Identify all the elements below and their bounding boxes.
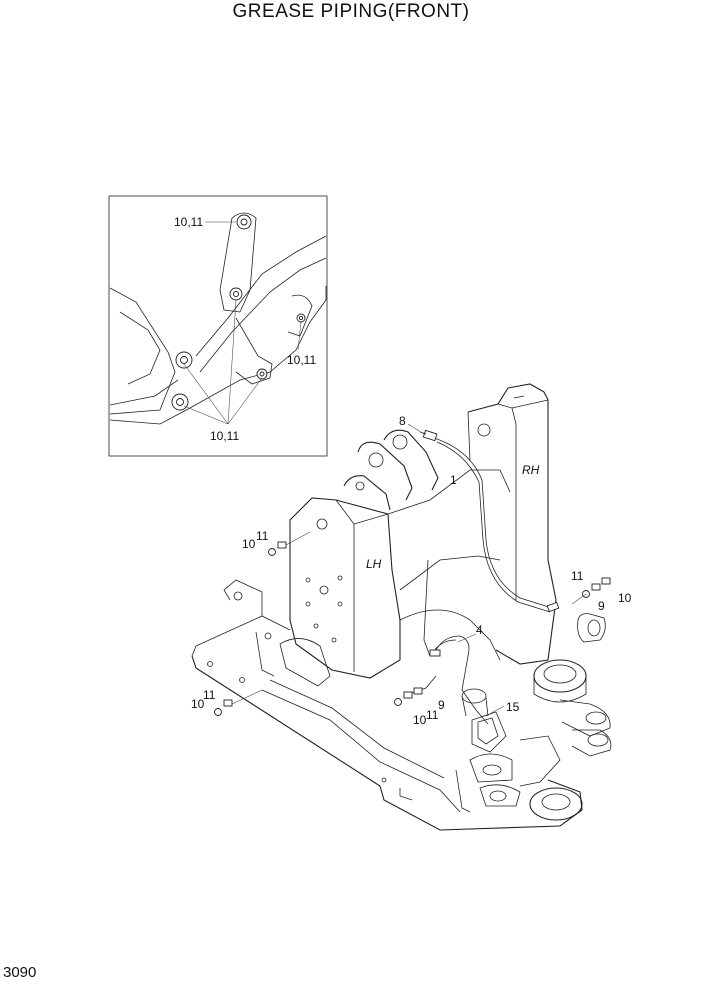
fitting-upper-left-icon bbox=[268, 531, 311, 556]
fitting-right-icon bbox=[546, 601, 560, 613]
callout-11: 11 bbox=[426, 708, 439, 722]
grease-fitting-icon bbox=[171, 393, 189, 411]
callout-10: 10 bbox=[242, 537, 256, 551]
page-number: 3090 bbox=[3, 964, 37, 981]
callout-10: 10 bbox=[413, 713, 427, 727]
inset-frame bbox=[108, 195, 328, 457]
callout-11: 11 bbox=[571, 569, 584, 583]
fitting-lower-left-icon bbox=[214, 689, 263, 716]
callout-10: 10 bbox=[618, 591, 632, 605]
callout-4: 4 bbox=[476, 623, 483, 637]
callout-8: 8 bbox=[399, 414, 406, 428]
inset-callout: 10,11 bbox=[174, 215, 203, 229]
callout-11: 11 bbox=[203, 688, 216, 702]
inset-detail: 10,11 10,11 10,11 bbox=[108, 195, 328, 457]
fitting-8-icon bbox=[419, 429, 438, 442]
callout-11: 11 bbox=[256, 529, 269, 543]
grease-fitting-icon bbox=[296, 313, 306, 323]
callout-9: 9 bbox=[598, 599, 605, 613]
callout-1: 1 bbox=[450, 473, 457, 487]
grease-fitting-icon bbox=[256, 368, 268, 380]
inset-callout: 10,11 bbox=[287, 353, 316, 367]
fitting-middle-icon bbox=[394, 687, 423, 706]
grease-fitting-icon bbox=[236, 214, 252, 230]
fitting-right-pair-icon bbox=[571, 577, 611, 605]
fitting-center-icon bbox=[429, 649, 441, 657]
side-label-lh: LH bbox=[366, 557, 382, 571]
grease-fitting-icon bbox=[229, 287, 243, 301]
page-title: GREASE PIPING(FRONT) bbox=[232, 1, 470, 22]
side-label-rh: RH bbox=[522, 463, 540, 477]
callout-10: 10 bbox=[191, 697, 205, 711]
front-frame: LH RH bbox=[191, 383, 612, 831]
callout-9: 9 bbox=[438, 698, 445, 712]
callout-15: 15 bbox=[506, 700, 520, 714]
grease-hose-routing bbox=[407, 437, 553, 725]
inset-callout: 10,11 bbox=[210, 429, 239, 443]
grease-fitting-icon bbox=[175, 351, 193, 369]
